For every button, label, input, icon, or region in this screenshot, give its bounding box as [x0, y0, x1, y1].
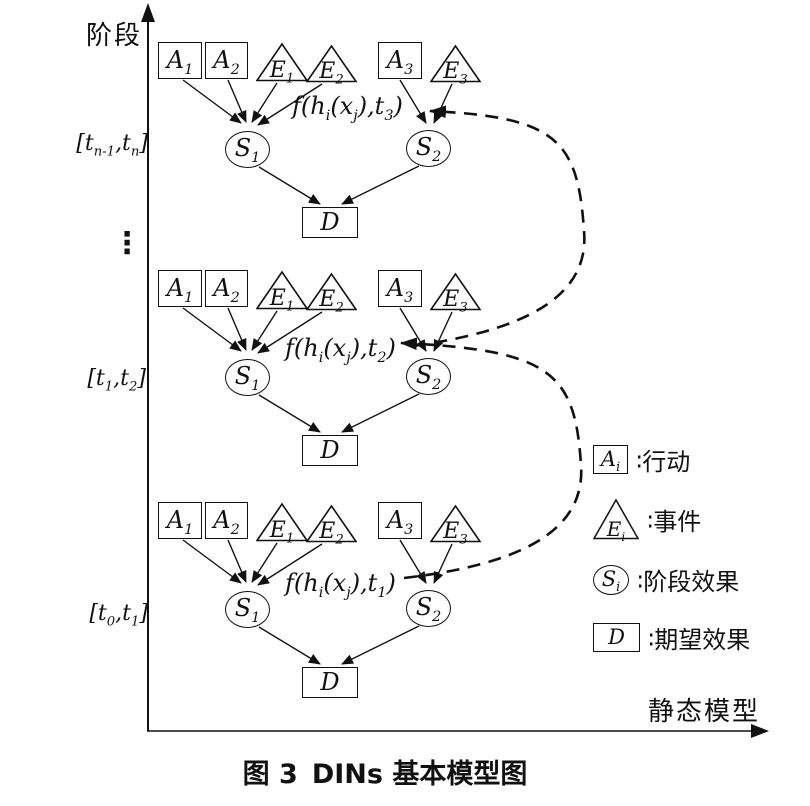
node-E1: E1 — [256, 270, 308, 313]
y-axis-arrow-icon — [141, 3, 155, 22]
figure-caption: 图 3 DINs 基本模型图 — [0, 752, 770, 791]
x-axis-label: 静态模型 — [648, 697, 761, 727]
circle-icon: Si — [593, 564, 629, 595]
stage-middle-arrows — [182, 307, 453, 433]
feedback-curve-bottom-to-middle — [399, 337, 583, 580]
node-S1: S1 — [225, 591, 270, 628]
legend-item-action: Ai ∶行动 — [593, 442, 690, 477]
node-A2: A2 — [205, 270, 248, 307]
node-S1: S1 — [225, 359, 270, 396]
node-A3: A3 — [378, 42, 422, 79]
transition-function-label: f(hi(xj),t3) — [292, 92, 403, 124]
node-E2: E2 — [306, 272, 357, 314]
node-A1: A1 — [158, 270, 202, 307]
legend-label-expected-effect: ∶期望效果 — [648, 626, 751, 654]
node-S1: S1 — [225, 131, 270, 168]
node-A2: A2 — [205, 42, 248, 79]
interval-label-bottom: [t0,t1] — [89, 601, 148, 630]
legend-item-event: Ei ∶事件 — [592, 498, 702, 543]
node-E3: E3 — [430, 504, 481, 546]
triangle-icon: Ei — [592, 498, 640, 543]
node-E2: E2 — [306, 504, 357, 546]
node-A1: A1 — [158, 502, 202, 539]
y-axis-label: 阶段 — [86, 21, 143, 51]
node-D: D — [302, 435, 358, 466]
node-D: D — [302, 667, 358, 698]
transition-function-label: f(hi(xj),t2) — [285, 334, 396, 366]
y-axis — [141, 3, 155, 731]
node-E1: E1 — [256, 502, 308, 545]
figure-number: 图 3 — [242, 759, 298, 790]
node-E1: E1 — [256, 42, 308, 85]
box-icon: Ai — [593, 445, 628, 474]
interval-label-middle: [t1,t2] — [87, 366, 146, 395]
legend-item-expected-effect: D ∶期望效果 — [593, 620, 750, 655]
feedback-curve-middle-to-top — [412, 105, 586, 348]
x-axis — [147, 724, 769, 738]
legend-item-stage-effect: Si ∶阶段效果 — [593, 562, 739, 597]
legend-label-stage-effect: ∶阶段效果 — [637, 568, 740, 596]
box-icon: D — [593, 623, 640, 652]
legend-label-event: ∶事件 — [647, 507, 702, 536]
interval-label-top: [tn-1,tn] — [76, 131, 148, 160]
node-A2: A2 — [205, 502, 248, 539]
node-E3: E3 — [430, 44, 481, 86]
node-S2: S2 — [406, 590, 451, 627]
node-A1: A1 — [158, 42, 202, 79]
node-E3: E3 — [430, 272, 481, 314]
x-axis-arrow-icon — [751, 724, 769, 738]
node-D: D — [302, 207, 358, 238]
transition-function-label: f(hi(xj),t1) — [285, 569, 396, 601]
node-A3: A3 — [378, 270, 422, 307]
legend-label-action: ∶行动 — [636, 448, 691, 476]
node-A3: A3 — [378, 502, 422, 539]
node-E2: E2 — [306, 44, 357, 86]
figure-title: DINs 基本模型图 — [311, 759, 528, 790]
more-stages-ellipsis: ⋮ — [112, 226, 142, 261]
node-S2: S2 — [406, 358, 451, 395]
node-S2: S2 — [406, 130, 451, 167]
stage-bottom-arrows — [182, 539, 453, 665]
